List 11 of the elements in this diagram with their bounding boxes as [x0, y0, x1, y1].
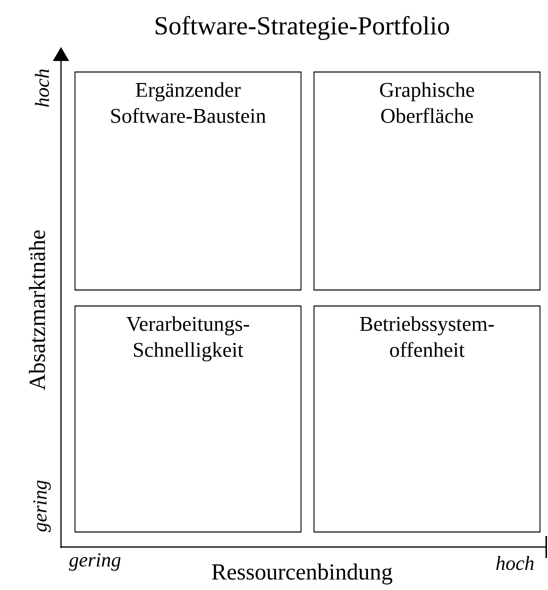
quadrant-box: Verarbeitungs-Schnelligkeit — [74, 306, 302, 532]
axis-end-label: hoch — [496, 556, 534, 570]
axis-end-label: gering — [68, 553, 121, 571]
quadrant-box: Ergänzender Software-Baustein — [74, 72, 302, 290]
axis-end-label: gering — [33, 480, 51, 532]
axis-end-label: hoch — [34, 69, 50, 107]
quadrant-box: Betriebssystem-offenheit — [314, 306, 540, 532]
axis-label: Absatzmarktnähe — [28, 230, 46, 390]
quadrant-box: Graphische Oberfläche — [314, 72, 540, 290]
title: Software-Strategie-Portfolio — [156, 16, 450, 40]
axis-label: Ressourcenbindung — [212, 564, 392, 584]
